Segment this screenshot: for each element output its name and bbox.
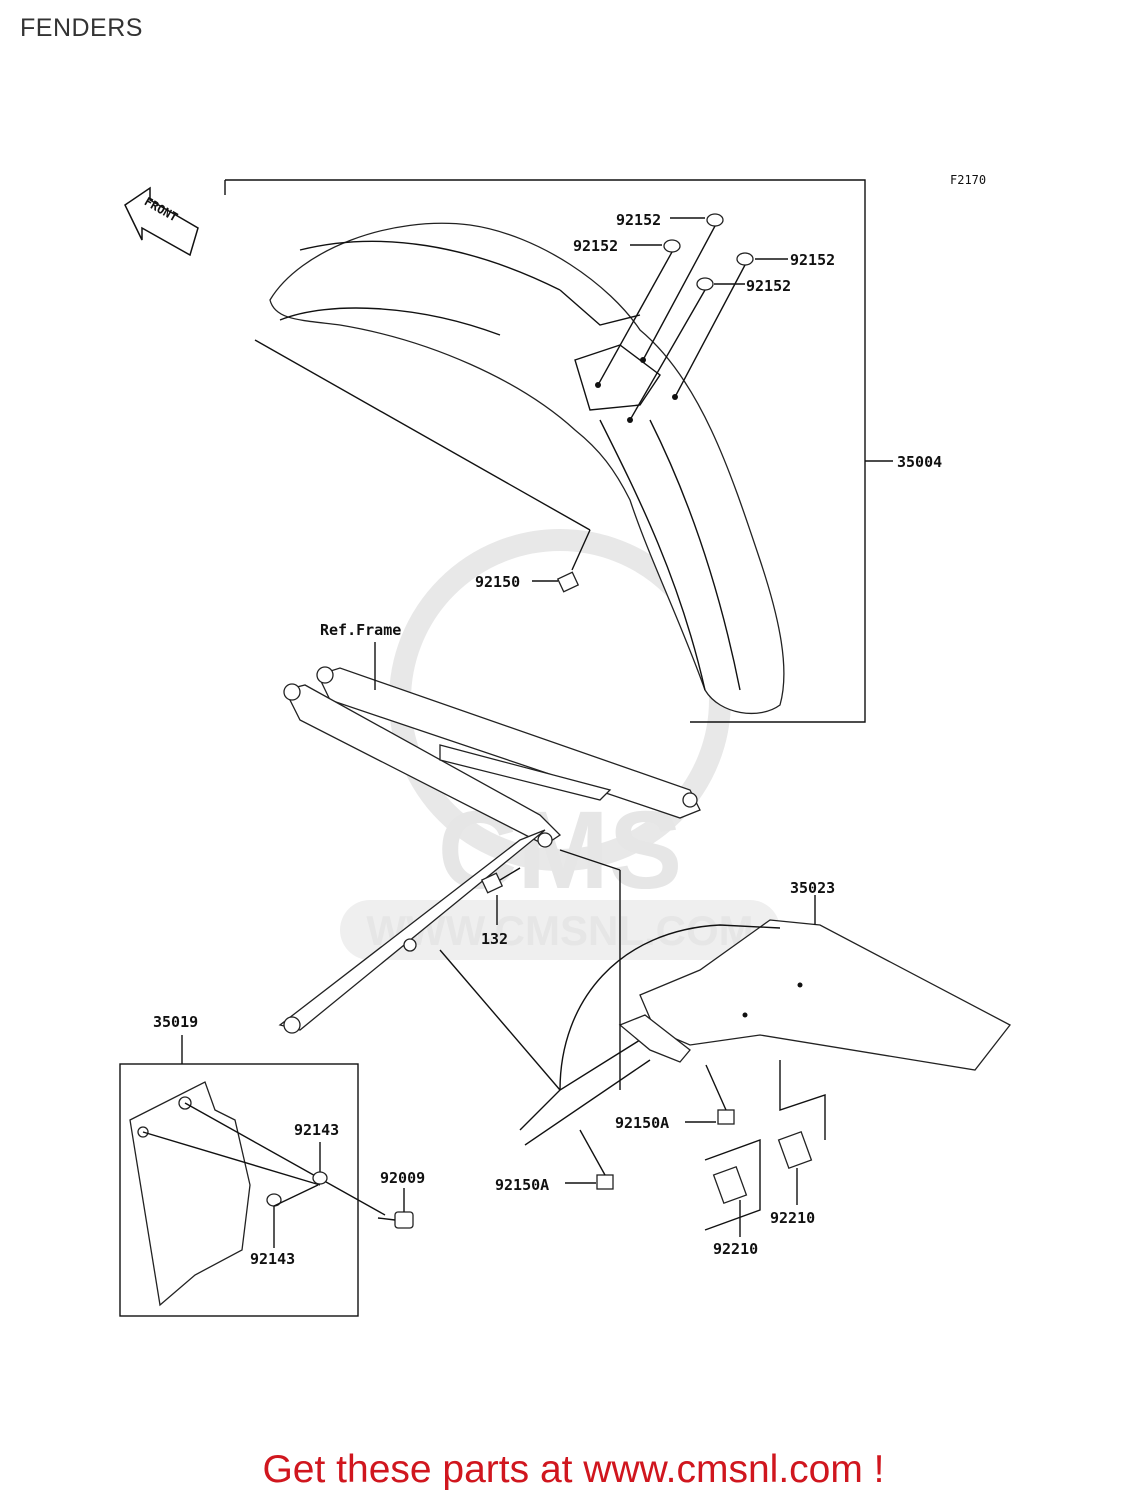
washer-92152-parts (597, 213, 788, 421)
bolt-92150A-parts (565, 1064, 735, 1190)
callout-92210-b: 92210 (713, 1240, 758, 1258)
bolt-132-part (480, 867, 521, 925)
callout-92150A-a: 92150A (615, 1114, 669, 1132)
callout-92152-c: 92152 (790, 251, 835, 269)
callout-35019: 35019 (153, 1013, 198, 1031)
callout-92152-b: 92152 (573, 237, 618, 255)
rear-fender-35023 (439, 849, 1011, 1146)
front-fender-35004 (269, 222, 785, 715)
front-fender-group-box (224, 179, 893, 723)
callout-35004: 35004 (897, 453, 942, 471)
figure-code: F2170 (950, 173, 986, 187)
callout-92150: 92150 (475, 573, 520, 591)
footer-cta[interactable]: Get these parts at www.cmsnl.com ! (262, 1448, 885, 1491)
parts-diagram: CMS WWW.CMSNL.COM F2170 FRONT (119, 173, 1011, 1317)
page-title: FENDERS (20, 14, 143, 42)
callout-35023: 35023 (790, 879, 835, 897)
callout-92143-a: 92143 (294, 1121, 339, 1139)
callout-92210-a: 92210 (770, 1209, 815, 1227)
clip-92210-parts (704, 1060, 826, 1237)
callout-92143-b: 92143 (250, 1250, 295, 1268)
callout-132: 132 (481, 930, 508, 948)
sub-frame-ref (278, 642, 701, 1034)
callout-92152-d: 92152 (746, 277, 791, 295)
front-arrow-icon: FRONT (124, 186, 199, 257)
mud-flap-group-box (119, 1035, 414, 1317)
callout-92150A-b: 92150A (495, 1176, 549, 1194)
callout-ref-frame: Ref.Frame (320, 621, 401, 639)
callout-92152-a: 92152 (616, 211, 661, 229)
bolt-92150-part (532, 529, 591, 593)
callout-92009: 92009 (380, 1169, 425, 1187)
